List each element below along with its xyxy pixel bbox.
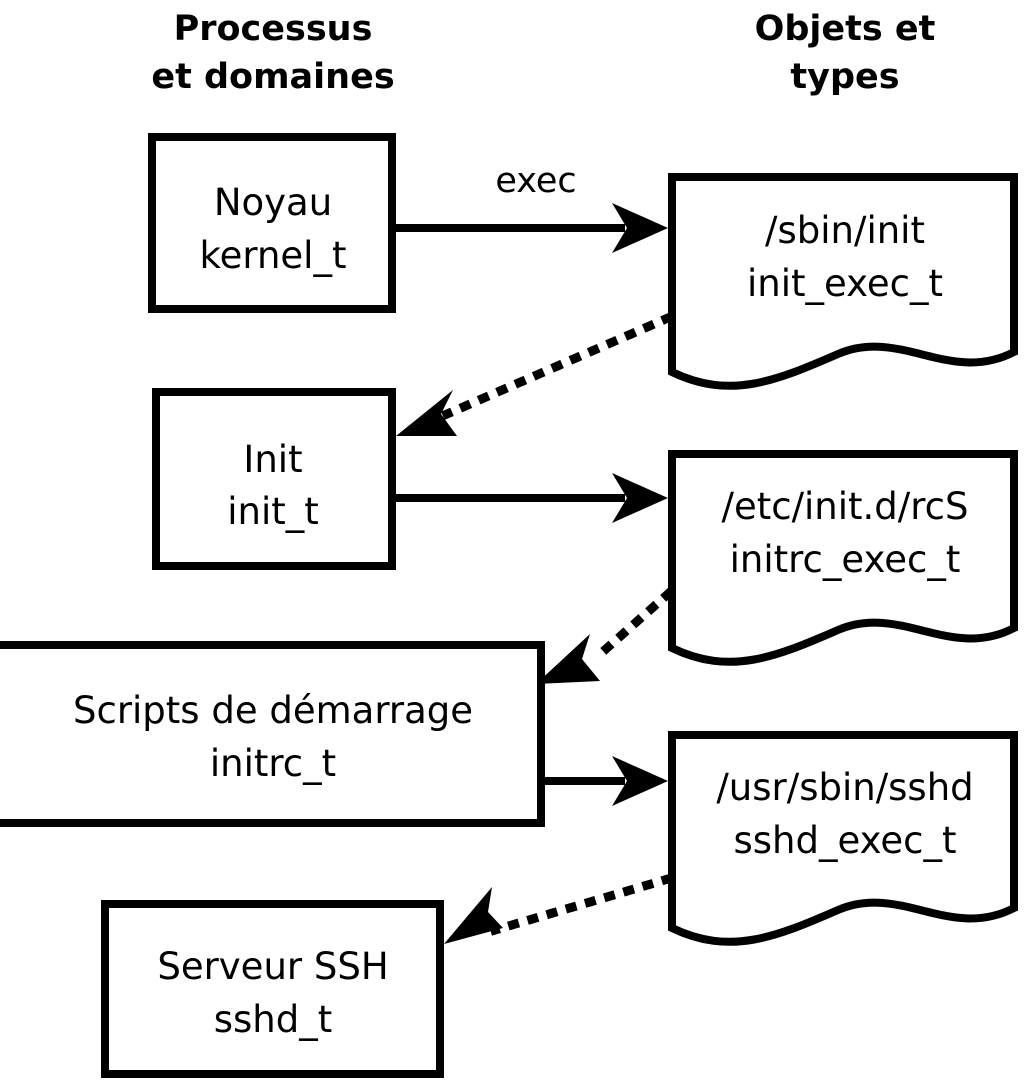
node-label-line1: Serveur SSH [157,945,388,988]
node-label-line1: Scripts de démarrage [73,689,473,732]
edge-label-exec: exec [495,161,576,201]
process-node-sshd[interactable]: Serveur SSH sshd_t [101,900,444,1078]
arrow-head-icon [396,390,457,436]
column-header-left-line2: et domaines [151,57,394,97]
node-label-line2: sshd_exec_t [734,819,957,862]
edge-line [489,873,674,936]
node-label-line2: initrc_t [210,742,336,785]
document-shape [668,731,1018,946]
edge-kernel-to-init-exec: exec [396,161,668,253]
node-box [148,133,396,313]
process-node-kernel[interactable]: Noyau kernel_t [148,133,396,313]
process-node-initrc[interactable]: Scripts de démarrage initrc_t [0,641,545,827]
arrow-head-icon [612,473,668,523]
column-header-right-line2: types [790,57,899,97]
process-node-init[interactable]: Init init_t [152,388,396,570]
edge-line [591,587,675,663]
arrow-head-icon [444,887,503,944]
document-shape [668,450,1018,666]
arrow-head-icon [612,756,668,806]
node-box [152,388,396,570]
node-label-line1: /etc/init.d/rcS [721,485,968,528]
node-label-line2: initrc_exec_t [730,538,961,581]
node-box [0,641,545,827]
edge-initrc-to-sshd-exec [545,756,668,806]
node-label-line2: init_exec_t [747,262,943,305]
edge-initrc-exec-to-initrc [536,587,675,684]
arrow-head-icon [612,203,668,253]
column-header-left-line1: Processus [174,9,373,49]
object-node-init-exec[interactable]: /sbin/init init_exec_t [668,173,1018,390]
node-label-line2: sshd_t [214,998,333,1041]
node-label-line1: /sbin/init [765,209,925,252]
node-label-line1: Init [243,438,302,481]
edge-line [441,312,674,420]
node-box [101,900,444,1078]
node-label-line2: kernel_t [200,234,347,277]
column-header-right-line1: Objets et [755,9,936,49]
node-label-line1: /usr/sbin/sshd [716,766,973,809]
document-shape [668,173,1018,390]
node-label-line1: Noyau [214,181,332,224]
edge-init-to-initrc-exec [396,473,668,523]
edge-init-exec-to-init [396,312,674,436]
edge-sshd-exec-to-sshd [444,873,674,944]
object-node-initrc-exec[interactable]: /etc/init.d/rcS initrc_exec_t [668,450,1018,666]
node-label-line2: init_t [227,490,319,533]
arrow-head-icon [536,634,600,684]
object-node-sshd-exec[interactable]: /usr/sbin/sshd sshd_exec_t [668,731,1018,946]
